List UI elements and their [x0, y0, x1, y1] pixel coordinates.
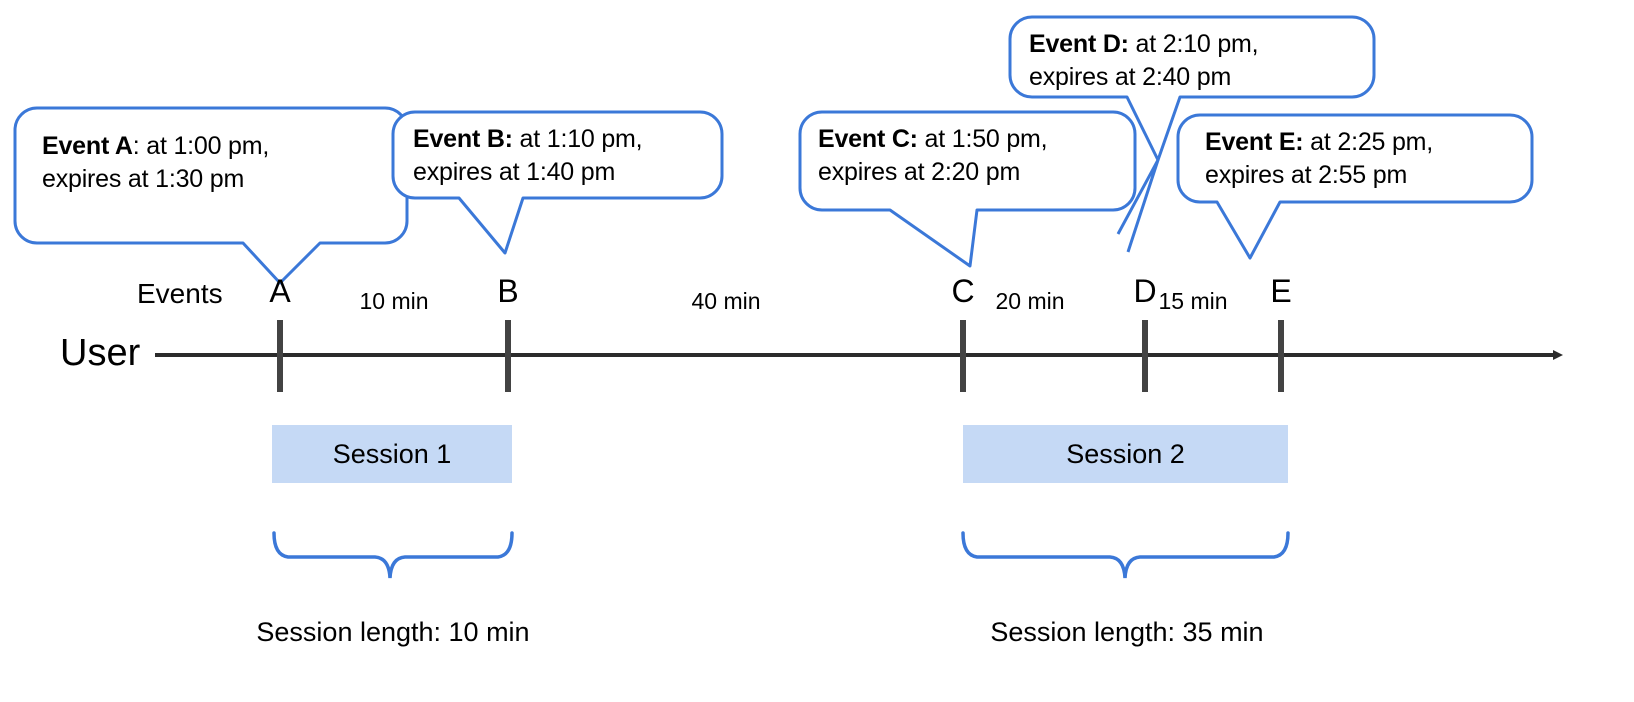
callout-event-e-bold: Event E: — [1205, 128, 1304, 156]
callout-event-b-line2: expires at 1:40 pm — [413, 158, 616, 186]
callout-event-e-line2: expires at 2:55 pm — [1205, 161, 1408, 189]
events-row-label: Events — [137, 278, 223, 309]
user-row-label: User — [60, 332, 141, 374]
callout-event-a-line2: expires at 1:30 pm — [42, 165, 245, 193]
gap-label-b-c: 40 min — [691, 288, 761, 314]
event-letter-b: B — [497, 273, 519, 309]
event-letter-a: A — [269, 273, 291, 309]
event-letter-e: E — [1270, 273, 1292, 309]
callout-event-a-bold: Event A — [42, 132, 133, 160]
session-1-brace — [272, 531, 514, 579]
callout-event-b-bold: Event B: — [413, 125, 513, 153]
event-letter-d: D — [1133, 273, 1157, 309]
callout-event-d-tail — [1116, 159, 1160, 253]
callout-event-c-text: Event C: at 1:50 pm, expires at 2:20 pm — [818, 123, 1048, 189]
session-1-length-label: Session length: 10 min — [256, 617, 530, 647]
session-2-label: Session 2 — [1066, 438, 1185, 469]
callout-event-a-line1: : at 1:00 pm, — [132, 132, 270, 160]
callout-event-e-text: Event E: at 2:25 pm, expires at 2:55 pm — [1205, 126, 1433, 192]
session-1-label: Session 1 — [332, 438, 452, 469]
callout-event-c-line1: at 1:50 pm, — [917, 125, 1048, 153]
gap-label-a-b: 10 min — [359, 288, 429, 314]
callout-event-e-line1: at 2:25 pm, — [1303, 128, 1434, 156]
callout-event-d-bold: Event D: — [1029, 30, 1129, 58]
timeline-ticks — [277, 320, 1284, 392]
session-2-brace — [961, 531, 1290, 579]
callout-event-b-text: Event B: at 1:10 pm, expires at 1:40 pm — [413, 123, 643, 189]
gap-label-d-e: 15 min — [1158, 288, 1228, 314]
callout-event-b-line1: at 1:10 pm, — [512, 125, 643, 153]
session-2-length-label: Session length: 35 min — [990, 617, 1264, 647]
callout-event-d-line1: at 2:10 pm, — [1128, 30, 1259, 58]
callout-event-c-line2: expires at 2:20 pm — [818, 158, 1021, 186]
gap-label-c-d: 20 min — [995, 288, 1065, 314]
callout-event-c-bold: Event C: — [818, 125, 918, 153]
callout-event-d-line2: expires at 2:40 pm — [1029, 63, 1232, 91]
callout-event-d-text: Event D: at 2:10 pm, expires at 2:40 pm — [1029, 28, 1259, 94]
callout-event-a-text: Event A: at 1:00 pm, expires at 1:30 pm — [42, 130, 269, 196]
event-letter-c: C — [951, 273, 975, 309]
